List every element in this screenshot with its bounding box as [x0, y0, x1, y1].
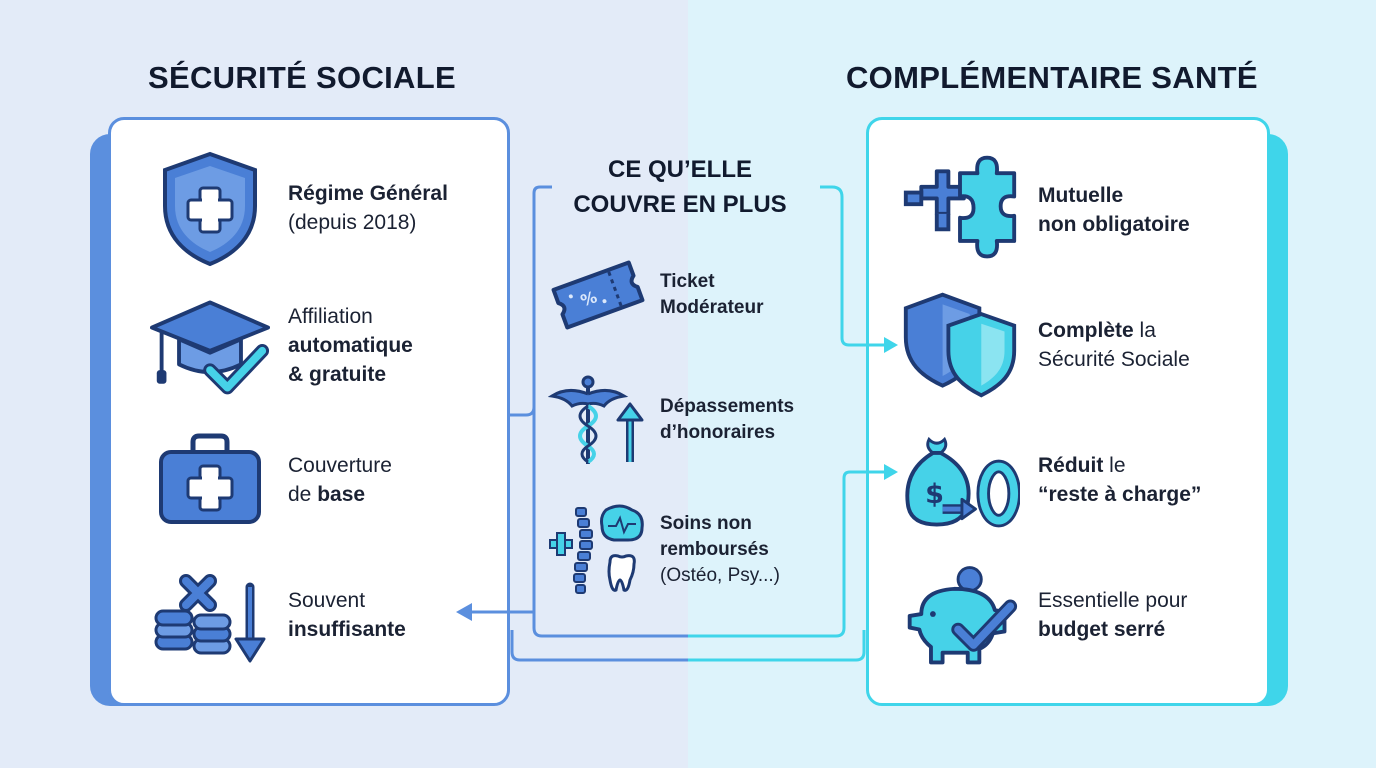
item-reduit: $ Réduit le “reste à charge” [900, 420, 1201, 540]
middle-title: CE QU’ELLE COUVRE EN PLUS [560, 152, 800, 222]
ticket-label-1: Ticket [660, 271, 715, 292]
item-complete: Complète la Sécurité Sociale [900, 285, 1190, 405]
money-bag-zero-icon: $ [900, 420, 1020, 540]
medical-kit-icon [150, 420, 270, 540]
complete-label-bold: Complète [1038, 319, 1134, 342]
graduation-cap-check-icon [150, 285, 270, 405]
arrowhead-reduit [884, 464, 898, 480]
soins-label-3: (Ostéo, Psy...) [660, 565, 781, 586]
middle-title-line2: COUVRE EN PLUS [573, 191, 787, 218]
spine-brain-tooth-icon [548, 500, 648, 600]
soins-label-2: remboursés [660, 539, 769, 560]
arrowhead-complete [884, 337, 898, 353]
bottom-link-blue [510, 630, 688, 662]
item-affiliation: Affiliation automatique & gratuite [150, 285, 413, 405]
regime-general-label: Régime Général [288, 182, 448, 205]
insuffisante-souvent: Souvent [288, 589, 366, 612]
affiliation-label: Affiliation [288, 304, 373, 328]
middle-title-line1: CE QU’ELLE [607, 156, 752, 183]
item-depassements: Dépassements d’honoraires [548, 370, 794, 470]
mutuelle-label-1: Mutuelle [1038, 184, 1124, 207]
item-insuffisante: Souvent insuffisante [150, 555, 406, 675]
svg-text:$: $ [925, 479, 944, 510]
soins-label-1: Soins non [660, 513, 752, 534]
svg-text:%: % [578, 287, 600, 310]
item-essentielle: Essentielle pour budget serré [900, 555, 1187, 675]
essentielle-label-2: budget serré [1038, 618, 1166, 641]
item-ticket-moderateur: % Ticket Modérateur [548, 245, 763, 345]
arrowhead-insuffisante [456, 603, 472, 621]
left-brace-connector [510, 406, 536, 417]
depassements-label-2: d’honoraires [660, 422, 776, 443]
title-complementaire-sante: COMPLÉMENTAIRE SANTÉ [846, 60, 1258, 95]
piggy-bank-check-icon [900, 555, 1020, 675]
complete-label-2: Sécurité Sociale [1038, 348, 1190, 371]
shield-cross-icon [150, 148, 270, 268]
depassements-label-1: Dépassements [660, 396, 795, 417]
complete-label-la: la [1133, 319, 1156, 342]
caduceus-up-arrow-icon [548, 370, 648, 470]
mutuelle-label-2: non obligatoire [1038, 213, 1190, 236]
plus-puzzle-icon [900, 150, 1020, 270]
coins-down-icon [150, 555, 270, 675]
regime-general-sub: (depuis 2018) [288, 211, 417, 234]
essentielle-label-1: Essentielle pour [1038, 589, 1188, 612]
item-regime-general: Régime Général (depuis 2018) [150, 148, 448, 268]
couverture-de: de [288, 483, 318, 506]
insuffisante-label: insuffisante [288, 618, 406, 641]
affiliation-automatique: automatique [288, 333, 413, 357]
affiliation-gratuite: & gratuite [288, 362, 387, 386]
ticket-icon: % [548, 245, 648, 345]
top-right-connector [820, 185, 886, 347]
reduit-label-le: le [1103, 454, 1126, 477]
item-couverture: Couverture de base [150, 420, 392, 540]
reduit-label-bold: Réduit [1038, 454, 1104, 477]
title-securite-sociale: SÉCURITÉ SOCIALE [148, 60, 456, 95]
reduit-label-2: “reste à charge” [1038, 483, 1202, 506]
item-mutuelle: Mutuelle non obligatoire [900, 150, 1190, 270]
couverture-label: Couverture [288, 454, 392, 477]
ticket-label-2: Modérateur [660, 297, 764, 318]
double-shield-icon [900, 285, 1020, 405]
couverture-base: base [317, 483, 366, 506]
bottom-link-cyan [688, 630, 866, 662]
middle-bracket-right [688, 470, 886, 638]
item-soins-non-rembourses: Soins non remboursés (Ostéo, Psy...) [548, 500, 780, 600]
